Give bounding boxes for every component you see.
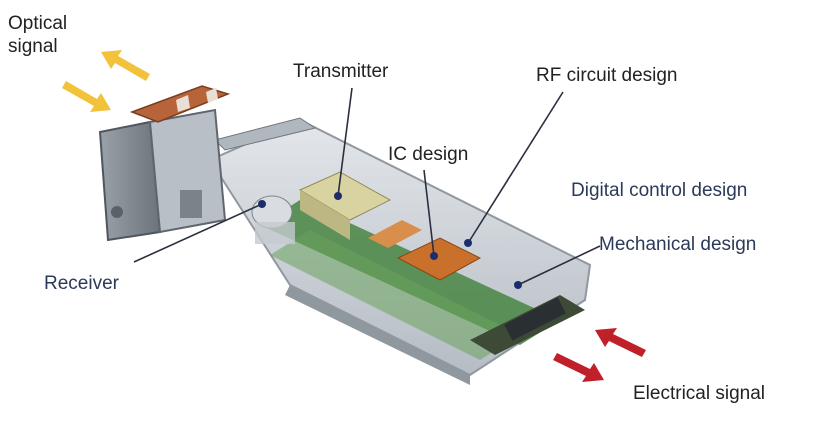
module-nose: [98, 108, 227, 242]
pcb-board: [260, 200, 560, 360]
electrical-arrow-in: [595, 328, 646, 357]
transmitter-block: [298, 171, 392, 240]
label-electrical-signal: Electrical signal: [633, 383, 765, 404]
edge-connector: [470, 295, 585, 355]
pointer-lines: [133, 87, 601, 285]
label-ic-design: IC design: [388, 144, 469, 165]
dot-rf: [464, 239, 472, 247]
pointer-mechanical: [519, 245, 601, 285]
label-optical-signal: Optical signal: [8, 13, 68, 57]
label-receiver: Receiver: [44, 273, 119, 294]
label-mechanical-design: Mechanical design: [599, 234, 757, 255]
dot-ic: [430, 252, 438, 260]
optical-arrow-out: [62, 81, 111, 112]
pointer-transmitter: [337, 87, 353, 197]
dot-receiver: [258, 200, 266, 208]
label-rf-circuit-design: RF circuit design: [536, 65, 678, 86]
pointer-ic: [423, 169, 435, 257]
latch: [129, 85, 231, 123]
dot-mechanical: [514, 281, 522, 289]
pointer-rf: [469, 91, 564, 241]
ic-chip: [368, 220, 482, 281]
label-digital-control-design: Digital control design: [571, 180, 748, 201]
pointer-receiver: [133, 203, 263, 263]
optical-arrow-in: [101, 50, 150, 81]
electrical-arrow-out: [553, 353, 604, 382]
pointer-dots: [258, 192, 522, 289]
label-transmitter: Transmitter: [293, 61, 389, 82]
dot-transmitter: [334, 192, 342, 200]
